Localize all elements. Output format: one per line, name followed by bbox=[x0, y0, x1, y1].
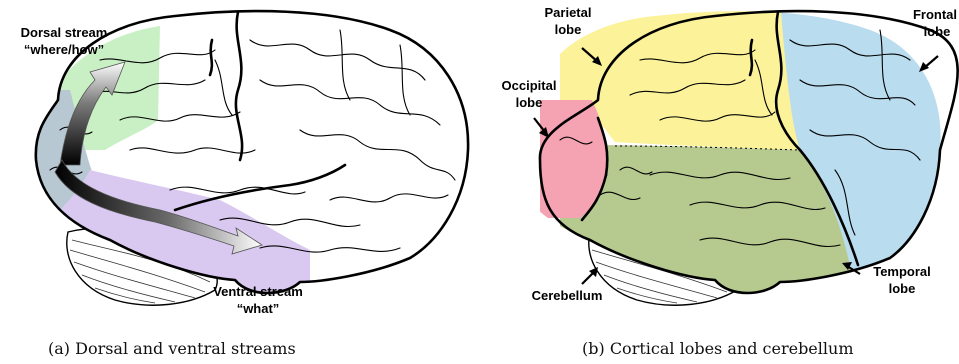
frontal-arrowhead bbox=[919, 62, 929, 72]
caption-a: (a) Dorsal and ventral streams bbox=[48, 339, 296, 358]
dorsal-stream-label: Dorsal stream bbox=[21, 25, 108, 40]
occipital-label: Occipital bbox=[502, 78, 557, 93]
temporal-label: Temporal bbox=[873, 264, 931, 279]
frontal-label: Frontal bbox=[913, 7, 957, 22]
temporal-label-lobe: lobe bbox=[889, 281, 916, 296]
occipital-label-lobe: lobe bbox=[516, 95, 543, 110]
dorsal-stream-sublabel: “where/how” bbox=[24, 42, 104, 57]
parietal-label-lobe: lobe bbox=[555, 22, 582, 37]
parietal-label: Parietal bbox=[545, 5, 592, 20]
ventral-stream-label: Ventral stream bbox=[213, 284, 303, 299]
cerebellum-label: Cerebellum bbox=[532, 288, 603, 303]
panel-b: Parietal lobe Frontal lobe Occipital lob… bbox=[502, 0, 959, 358]
panel-a: Dorsal stream “where/how” Ventral stream… bbox=[20, 0, 480, 358]
frontal-label-lobe: lobe bbox=[924, 24, 951, 39]
ventral-stream-sublabel: “what” bbox=[237, 301, 280, 316]
caption-b: (b) Cortical lobes and cerebellum bbox=[582, 339, 853, 358]
cerebellum-arrow bbox=[582, 272, 594, 284]
